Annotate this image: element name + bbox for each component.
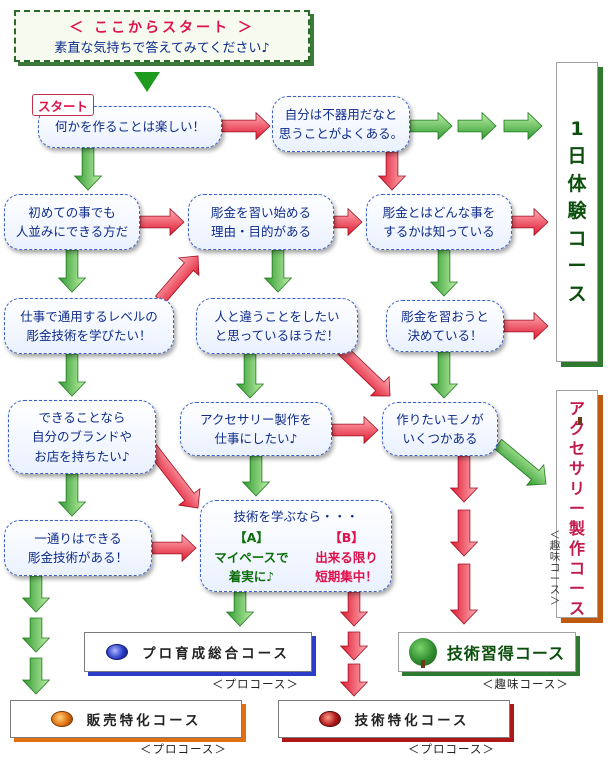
arrow-q12-to-sales [21,657,51,695]
option-a-line2: 着実に♪ [228,569,275,585]
arrow-q12-to-q13 [151,533,197,563]
arrow-q5-to-q8 [429,249,459,297]
q10-line1: アクセサリー製作を [200,411,312,427]
question-q4[interactable]: 彫金を習い始める 理由・目的がある [188,194,334,250]
arrow-q4-to-q5 [333,207,363,237]
arrow-q3-to-q6 [57,249,87,293]
q13-title: 技術を学ぶなら・・・ [233,509,359,524]
option-a-line1: マイペースで [214,549,289,565]
q3-line2: 人並みにできる方だ [15,224,129,239]
arrow-option-a-to-pro [225,591,255,627]
option-b-line1: 出来る限り [315,549,378,565]
q4-line1: 彫金を習い始める [210,204,311,220]
arrow-q2-right-3 [503,111,543,141]
option-b[interactable]: 【B】 出来る限り 短期集中！ [315,528,378,586]
q6-line2: 彫金技術を学びたい！ [26,328,152,343]
arrow-q11-down-2 [449,509,479,557]
arrow-q1-to-q3 [73,147,103,191]
q5-line1: 彫金とはどんな事を [382,204,496,220]
q12-line1: 一通りはできる [34,530,122,546]
arrow-q7-to-q10 [235,353,265,399]
arrow-q2-to-q5 [377,151,407,191]
arrow-q1-to-q2 [221,111,271,141]
arrow-q4-to-q7 [263,249,293,293]
question-q2[interactable]: 自分は不器用だなと 思うことがよくある。 [272,96,410,152]
arrow-q10-to-q11 [331,415,379,445]
q9-line2: 自分のブランドや [31,429,132,445]
q11-line1: 作りたいモノが [396,411,484,427]
question-q12[interactable]: 一通りはできる 彫金技術がある！ [4,520,152,576]
arrow-q2-right-2 [457,111,497,141]
q8-line2: 決めている！ [407,328,483,343]
arrow-q8-to-q11 [429,351,459,399]
question-q13[interactable]: 技術を学ぶなら・・・ 【A】 マイペースで 着実に♪ 【B】 出来る限り 短期集… [200,500,392,592]
question-q8[interactable]: 彫金を習おうと 決めている！ [386,300,504,352]
arrow-q11-down-1 [449,455,479,503]
q11-line2: いくつかある [402,431,478,446]
q10-line2: 仕事にしたい♪ [214,431,298,446]
q3-line1: 初めての事でも [28,204,116,220]
option-b-line2: 短期集中！ [315,569,378,585]
q6-line1: 仕事で通用するレベルの [20,308,158,324]
question-q10[interactable]: アクセサリー製作を 仕事にしたい♪ [180,402,332,456]
arrow-option-b-down-1 [339,591,369,627]
option-a[interactable]: 【A】 マイペースで 着実に♪ [214,528,288,586]
arrow-q2-right-1 [409,111,453,141]
q7-line2: と思っているほうだ！ [214,328,340,343]
option-a-label: 【A】 [234,530,269,546]
arrow-q10-to-q13 [241,455,271,497]
q12-line2: 彫金技術がある！ [27,550,128,565]
arrow-option-b-to-technique [339,663,369,697]
arrow-q12-down-1 [21,575,51,613]
q2-line2: 思うことがよくある。 [278,126,404,141]
q8-line1: 彫金を習おうと [401,308,489,324]
question-q1[interactable]: 何かを作ることは楽しい！ [38,106,222,148]
arrow-q9-to-q12 [57,473,87,517]
q1-text: 何かを作ることは楽しい！ [54,119,205,135]
question-q11[interactable]: 作りたいモノが いくつかある [382,402,498,456]
arrow-q5-to-oneday [511,207,549,237]
arrow-q8-to-oneday [503,311,549,341]
arrow-q3-to-q4 [139,207,185,237]
question-q7[interactable]: 人と違うことをしたい と思っているほうだ！ [196,298,358,354]
arrow-q11-to-accessory [493,438,547,486]
question-q9[interactable]: できることなら 自分のブランドや お店を持ちたい♪ [8,400,156,474]
q4-line2: 理由・目的がある [210,224,311,239]
q9-line3: お店を持ちたい♪ [34,448,130,464]
arrow-q6-to-q4 [154,255,200,305]
arrow-q11-to-skill [449,563,479,625]
arrow-q12-down-2 [21,617,51,653]
arrow-q7-to-q11 [335,343,391,397]
q5-line2: するかは知っている [383,224,495,239]
q7-line1: 人と違うことをしたい [214,308,340,324]
start-triangle-icon [134,72,160,92]
q9-line1: できることなら [38,409,126,425]
question-q5[interactable]: 彫金とはどんな事を するかは知っている [366,194,512,250]
question-q6[interactable]: 仕事で通用するレベルの 彫金技術を学びたい！ [4,298,174,354]
option-b-label: 【B】 [329,530,364,546]
arrow-q6-to-q9 [57,353,87,397]
arrow-option-b-down-2 [339,631,369,661]
q2-line1: 自分は不器用だなと [284,106,398,122]
question-q3[interactable]: 初めての事でも 人並みにできる方だ [4,194,140,250]
